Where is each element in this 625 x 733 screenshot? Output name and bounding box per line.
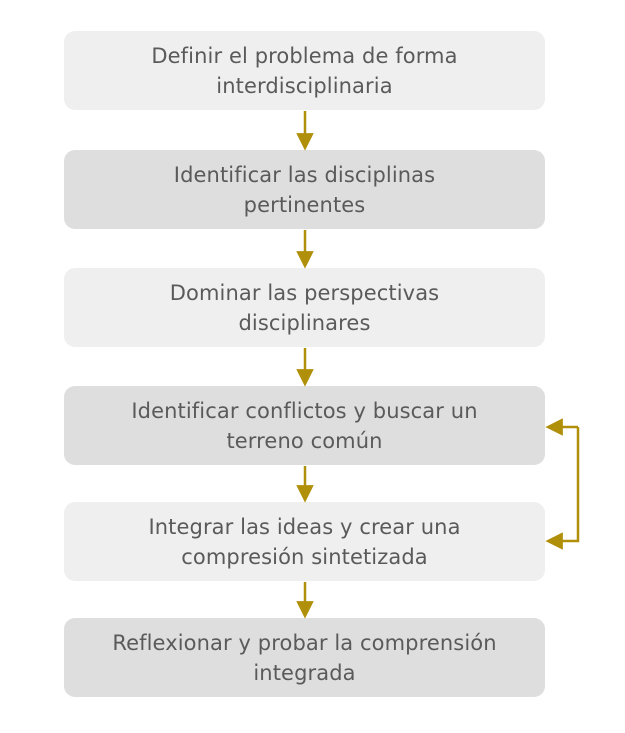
- step-label: Dominar las perspectivas disciplinares: [169, 280, 440, 335]
- step-label: Definir el problema de forma interdiscip…: [151, 43, 458, 98]
- step-master-perspectives: Dominar las perspectivas disciplinares: [64, 268, 545, 347]
- loop-arrow-back-to-step-4: [545, 427, 580, 550]
- step-reflect-and-test: Reflexionar y probar la comprensión inte…: [64, 618, 545, 697]
- step-label: Identificar conflictos y buscar un terre…: [131, 398, 478, 453]
- step-identify-disciplines: Identificar las disciplinas pertinentes: [64, 150, 545, 229]
- step-label: Reflexionar y probar la comprensión inte…: [112, 630, 497, 685]
- step-label: Identificar las disciplinas pertinentes: [173, 162, 436, 217]
- step-integrate-ideas: Integrar las ideas y crear una compresió…: [64, 502, 545, 581]
- step-identify-conflicts: Identificar conflictos y buscar un terre…: [64, 386, 545, 465]
- step-label: Integrar las ideas y crear una compresió…: [148, 514, 461, 569]
- step-define-problem: Definir el problema de forma interdiscip…: [64, 31, 545, 110]
